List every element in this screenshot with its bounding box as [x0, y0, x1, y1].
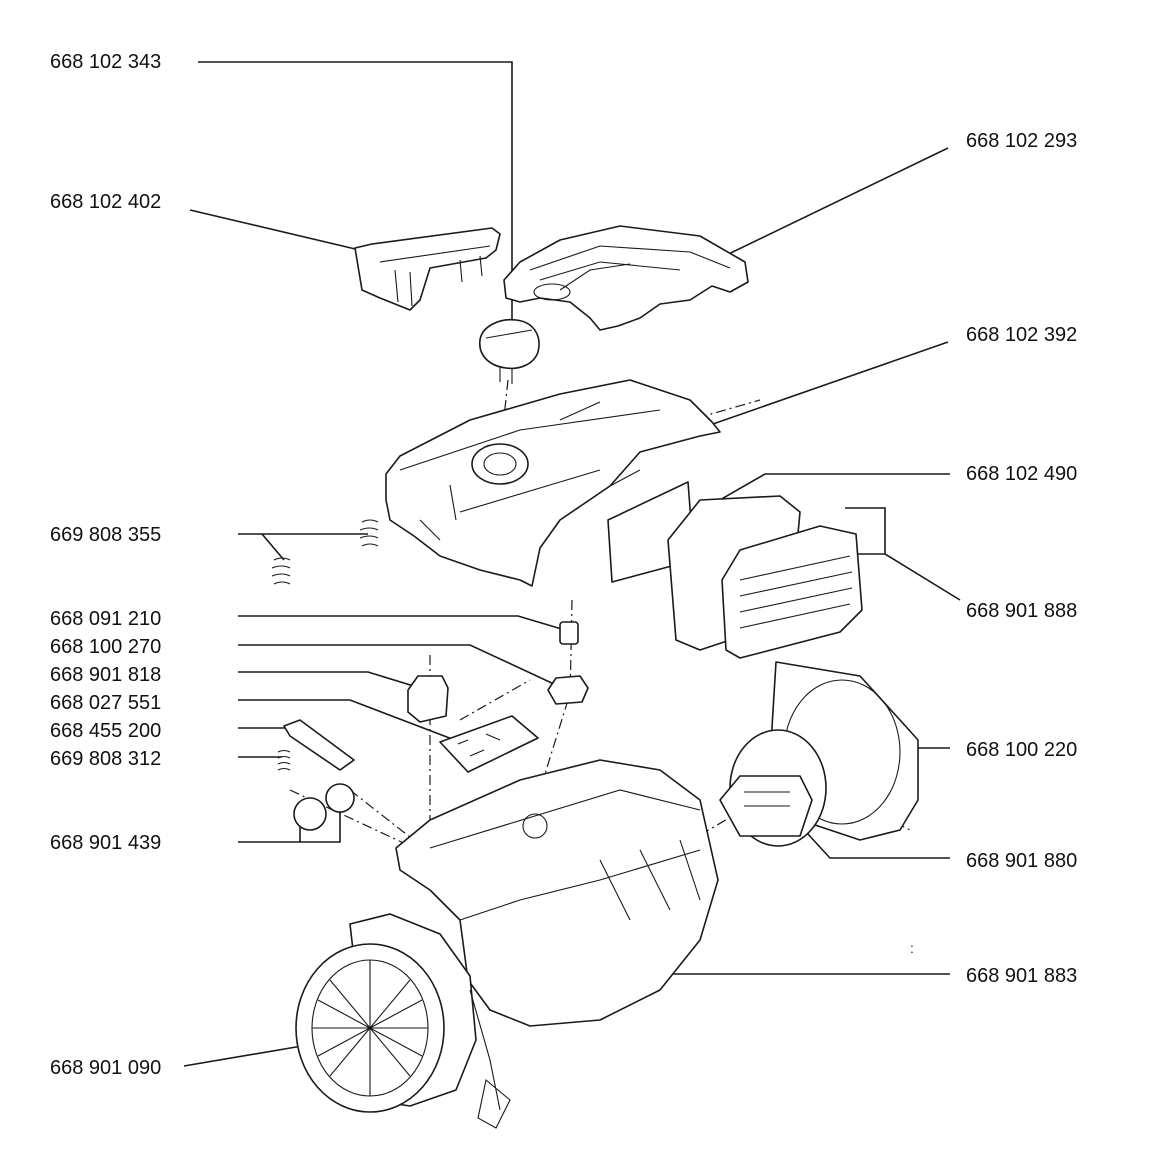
small-parts [277, 621, 589, 773]
label-front-cover: 668 102 402 [50, 191, 162, 213]
motor-part [719, 729, 827, 847]
knob-part [479, 318, 540, 384]
svg-text::: : [910, 940, 914, 956]
housing-part [395, 759, 719, 1027]
label-contact-strip: 668 455 200 [50, 720, 162, 742]
grille-part [667, 495, 863, 659]
label-main-lid: 668 102 392 [966, 324, 1078, 346]
label-grille: 668 901 888 [966, 600, 1078, 622]
springs-part [271, 519, 379, 585]
cord-reel-part [295, 913, 511, 1129]
label-filter-pad: 668 102 490 [966, 463, 1078, 485]
main-lid-part [385, 379, 721, 587]
label-motor-cover: 668 100 220 [966, 739, 1078, 761]
label-housing: 668 901 883 [966, 965, 1078, 987]
label-cord-reel: 668 901 090 [50, 1057, 162, 1079]
label-motor: 668 901 880 [966, 850, 1078, 872]
label-small-spring: 669 808 312 [50, 748, 162, 770]
wheels-part [293, 783, 355, 831]
label-top-cover: 668 102 293 [966, 130, 1078, 152]
label-part-091-210: 668 091 210 [50, 608, 162, 630]
label-switch: 668 901 818 [50, 664, 162, 686]
top-cover-part [503, 225, 749, 331]
label-part-100-270: 668 100 270 [50, 636, 162, 658]
label-wheels: 668 901 439 [50, 832, 162, 854]
label-circuit-board: 668 027 551 [50, 692, 162, 714]
label-springs: 669 808 355 [50, 524, 162, 546]
label-top-knob: 668 102 343 [50, 51, 162, 73]
front-cover-part [354, 227, 501, 311]
